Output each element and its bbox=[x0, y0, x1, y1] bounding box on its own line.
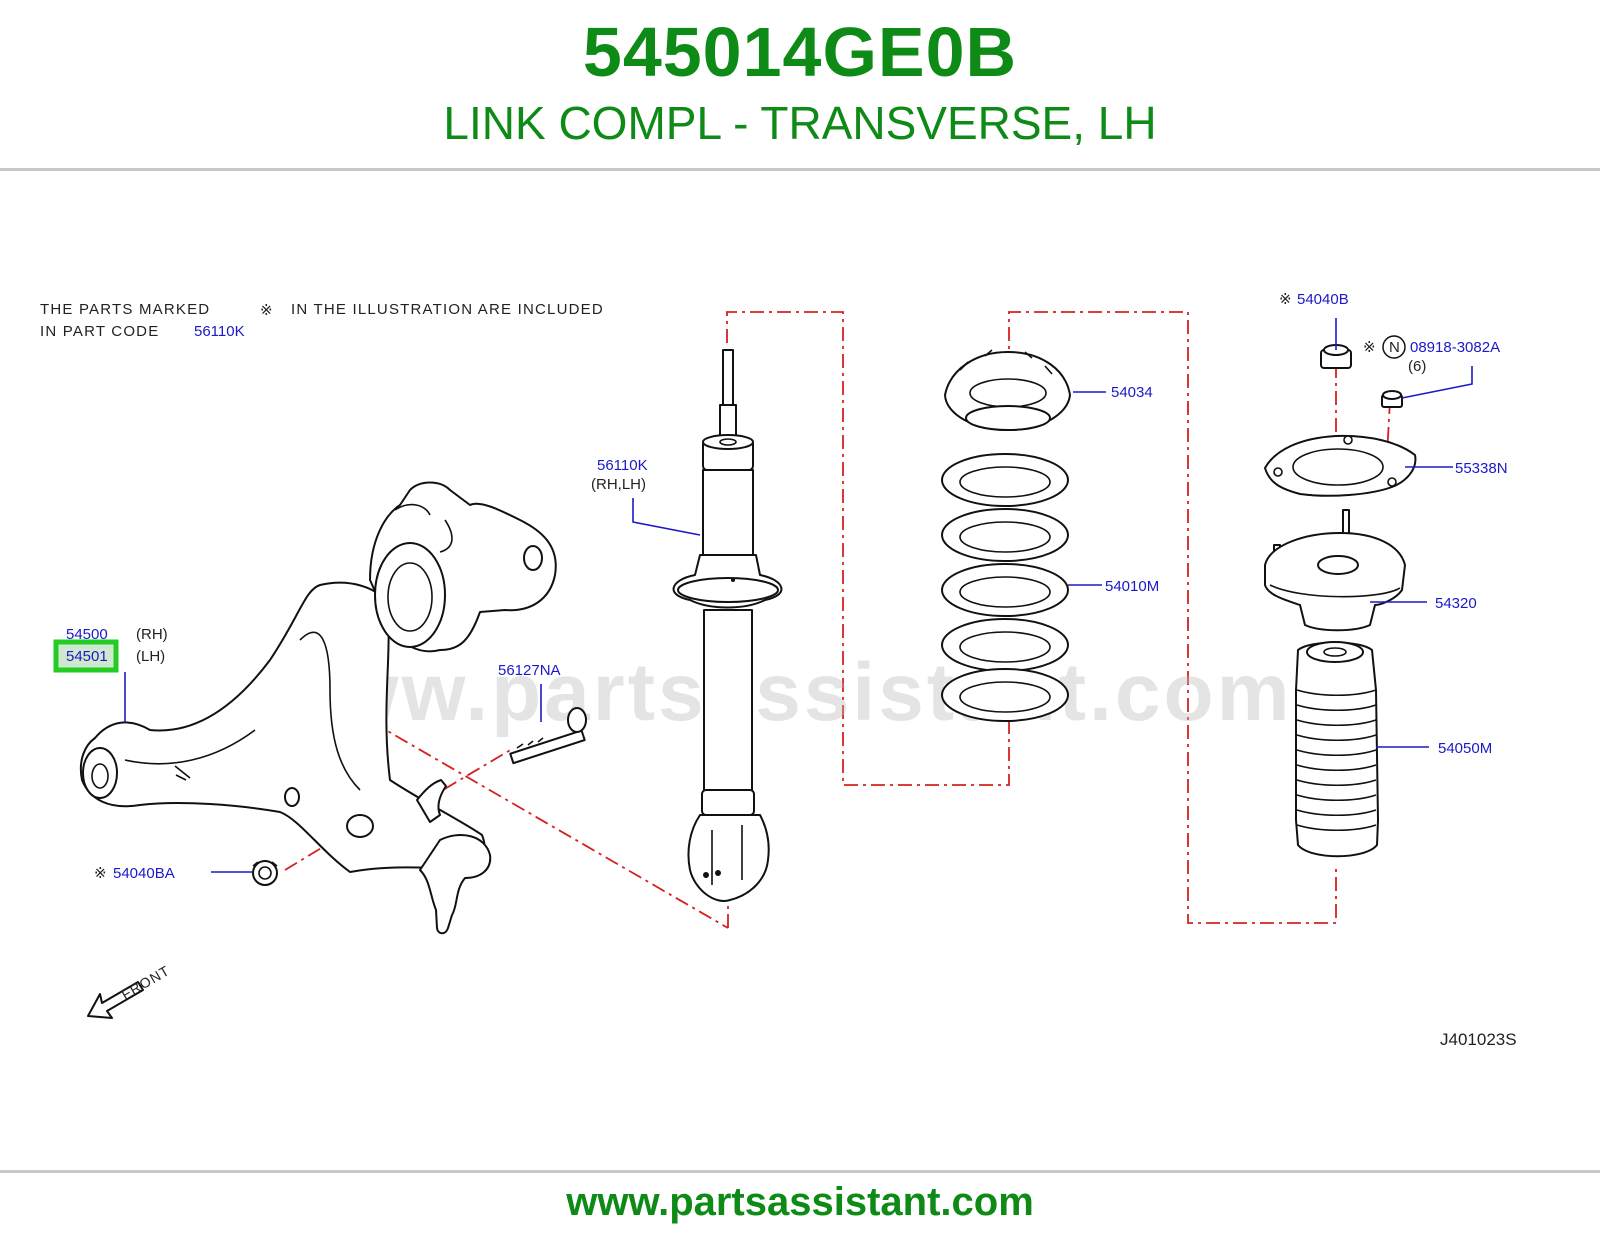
callout-54500-side: (RH) bbox=[136, 626, 168, 643]
note-line2-code[interactable]: 56110K bbox=[194, 323, 245, 340]
callout-54501[interactable]: 54501 bbox=[66, 648, 108, 665]
nut-54040ba-drawing bbox=[252, 860, 278, 886]
transverse-link-drawing bbox=[79, 481, 557, 935]
spring-seat-54034-drawing bbox=[944, 349, 1071, 431]
callout-54320[interactable]: 54320 bbox=[1435, 595, 1477, 612]
dust-boot-54050m-drawing bbox=[1295, 641, 1379, 858]
front-label: FRONT bbox=[119, 962, 173, 1002]
callout-54040ba-mark: ※ bbox=[94, 865, 107, 882]
callout-56110k[interactable]: 56110K bbox=[597, 457, 648, 474]
callout-54500[interactable]: 54500 bbox=[66, 626, 108, 643]
callout-labels: 54500 (RH) 54501 (LH) 56127NA ※ 54040BA … bbox=[66, 291, 1508, 882]
callout-56110k-side: (RH,LH) bbox=[591, 476, 646, 493]
callout-54040ba[interactable]: 54040BA bbox=[113, 865, 175, 882]
note-symbol: ※ bbox=[260, 302, 274, 319]
callout-08918-3082a[interactable]: 08918-3082A bbox=[1410, 339, 1500, 356]
part-number-title: 545014GE0B bbox=[582, 13, 1018, 91]
highlight-54501 bbox=[53, 639, 119, 673]
callout-54501-side: (LH) bbox=[136, 648, 165, 665]
bolt-56127na-drawing bbox=[509, 707, 587, 765]
strut-56110k-drawing bbox=[672, 349, 783, 902]
watermark-text: www.partsassistant.com bbox=[267, 647, 1293, 738]
callout-54010m[interactable]: 54010M bbox=[1105, 578, 1159, 595]
callout-08918-qty: (6) bbox=[1408, 358, 1426, 375]
callout-54040b[interactable]: 54040B bbox=[1297, 291, 1349, 308]
callout-54040b-mark: ※ bbox=[1279, 291, 1292, 308]
note-line2-prefix: IN PART CODE bbox=[40, 323, 159, 340]
callout-08918-n: N bbox=[1389, 339, 1400, 356]
plate-55338n-drawing bbox=[1264, 434, 1417, 497]
header-divider bbox=[0, 168, 1600, 171]
callout-08918-mark: ※ bbox=[1363, 339, 1376, 356]
strut-mount-54320-drawing bbox=[1264, 509, 1406, 632]
nut-08918-3082a-drawing bbox=[1381, 390, 1403, 408]
coil-spring-54010m-drawing bbox=[941, 453, 1069, 722]
figure-code: J401023S bbox=[1440, 1030, 1517, 1049]
callout-54034[interactable]: 54034 bbox=[1111, 384, 1153, 401]
leader-lines bbox=[124, 318, 1473, 873]
page-header: 545014GE0B LINK COMPL - TRANSVERSE, LH bbox=[0, 0, 1600, 168]
note-line1-part2: IN THE ILLUSTRATION ARE INCLUDED bbox=[291, 301, 604, 318]
part-name-subtitle: LINK COMPL - TRANSVERSE, LH bbox=[443, 97, 1157, 149]
callout-54050m[interactable]: 54050M bbox=[1438, 740, 1492, 757]
front-arrow-icon bbox=[87, 981, 144, 1019]
callout-56127na[interactable]: 56127NA bbox=[498, 662, 561, 679]
included-parts-note: THE PARTS MARKED ※ IN THE ILLUSTRATION A… bbox=[40, 301, 604, 340]
front-direction-indicator: FRONT bbox=[87, 962, 173, 1019]
footer-divider bbox=[0, 1170, 1600, 1173]
new-part-circle-icon bbox=[1382, 335, 1406, 359]
footer-url[interactable]: www.partsassistant.com bbox=[566, 1180, 1034, 1224]
callout-55338n[interactable]: 55338N bbox=[1455, 460, 1508, 477]
note-line1-part1: THE PARTS MARKED bbox=[40, 301, 210, 318]
